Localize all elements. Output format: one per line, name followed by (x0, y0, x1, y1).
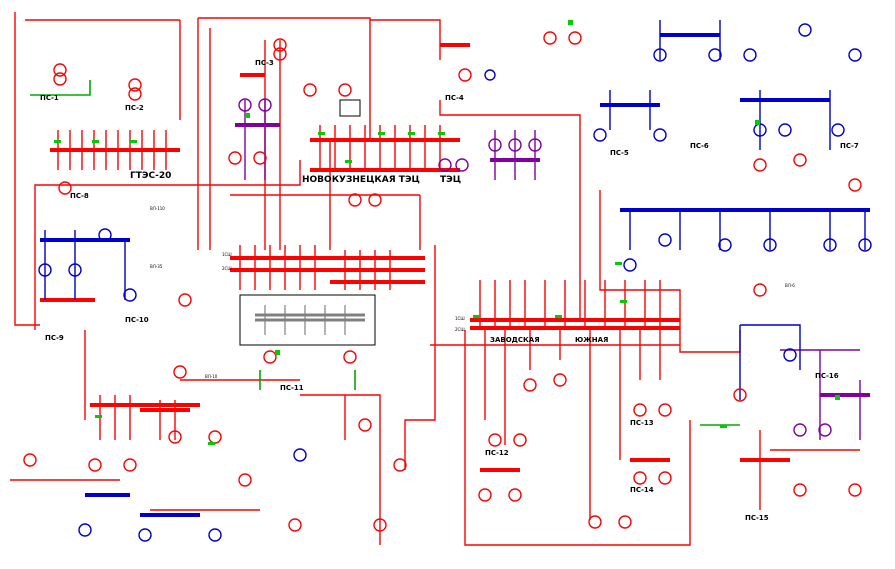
transformer-icon (478, 373, 567, 502)
substation-label: ПС-15 (745, 514, 769, 522)
station-label-tec: ТЭЦ (440, 175, 461, 185)
transformer-icon (593, 128, 667, 142)
feeder-bays (30, 20, 866, 440)
substation-label: ПС-9 (45, 334, 64, 342)
line-label: ВЛ-6 (785, 283, 795, 288)
station-label-gtes: ГТЭС-20 (130, 171, 171, 181)
line-label: ВЛ-110 (150, 206, 165, 211)
substation-label: ПС-2 (125, 104, 144, 112)
transformer-icon (228, 151, 267, 165)
substation-label: ПС-11 (280, 384, 304, 392)
station-label-zavodskaya: ЗАВОДСКАЯ (490, 336, 540, 344)
bus-label: 2СШ (455, 327, 465, 332)
transformer-icon (753, 153, 862, 192)
bus-label: 1СШ (455, 316, 465, 321)
bus-bars (40, 33, 870, 517)
transformer-icon (58, 181, 767, 379)
substation-label: ПС-3 (255, 59, 274, 67)
transformer-icon (238, 98, 272, 112)
substation-label: ПС-10 (125, 316, 149, 324)
substation-label: ПС-13 (630, 419, 654, 427)
transformer-icon (653, 48, 722, 62)
substation-label: ПС-4 (445, 94, 464, 102)
transformer-icon (543, 31, 582, 45)
transformer-icon (733, 348, 862, 497)
substation-label: ПС-5 (610, 149, 629, 157)
line-label: ВЛ-35 (150, 264, 163, 269)
section-6kv (239, 99, 376, 346)
transformer-icon (488, 138, 542, 152)
transformer-icon (128, 78, 142, 101)
transformer-icon (23, 430, 222, 472)
substation-label: ПС-12 (485, 449, 509, 457)
transformer-icon (273, 38, 287, 61)
substation-label: ПС-8 (70, 192, 89, 200)
transformer-icon (238, 418, 407, 532)
transformer-icon (78, 448, 307, 542)
substation-label: ПС-1 (40, 94, 59, 102)
closed-breakers (54, 20, 840, 445)
generator-icon (438, 158, 469, 172)
station-label-tec-full: НОВОКУЗНЕЦКАЯ ТЭЦ (302, 175, 420, 185)
transformer-icon (303, 83, 352, 97)
substation-label: ПС-7 (840, 142, 859, 150)
transformer-icon (458, 68, 496, 82)
transformer-icon (53, 63, 67, 86)
bus-label: 1СШ (222, 252, 232, 257)
substation-label: ПС-16 (815, 372, 839, 380)
transformer-icon (588, 403, 672, 529)
station-label-yuzhnaya: ЮЖНАЯ (575, 336, 608, 344)
network-lines-110kv (10, 12, 860, 546)
transformer-icon (623, 233, 872, 272)
transformer-icon (178, 293, 357, 364)
line-label: ВЛ-10 (205, 374, 218, 379)
labels: ГТЭС-20 НОВОКУЗНЕЦКАЯ ТЭЦ ТЭЦ ЗАВОДСКАЯ … (40, 59, 859, 522)
transformers (23, 23, 872, 542)
transformer-icon (38, 228, 137, 302)
transformer-icon (348, 193, 382, 207)
bus-label: 2СШ (222, 266, 232, 271)
transformer-icon (743, 23, 862, 62)
substation-label: ПС-6 (690, 142, 709, 150)
substation-label: ПС-14 (630, 486, 654, 494)
